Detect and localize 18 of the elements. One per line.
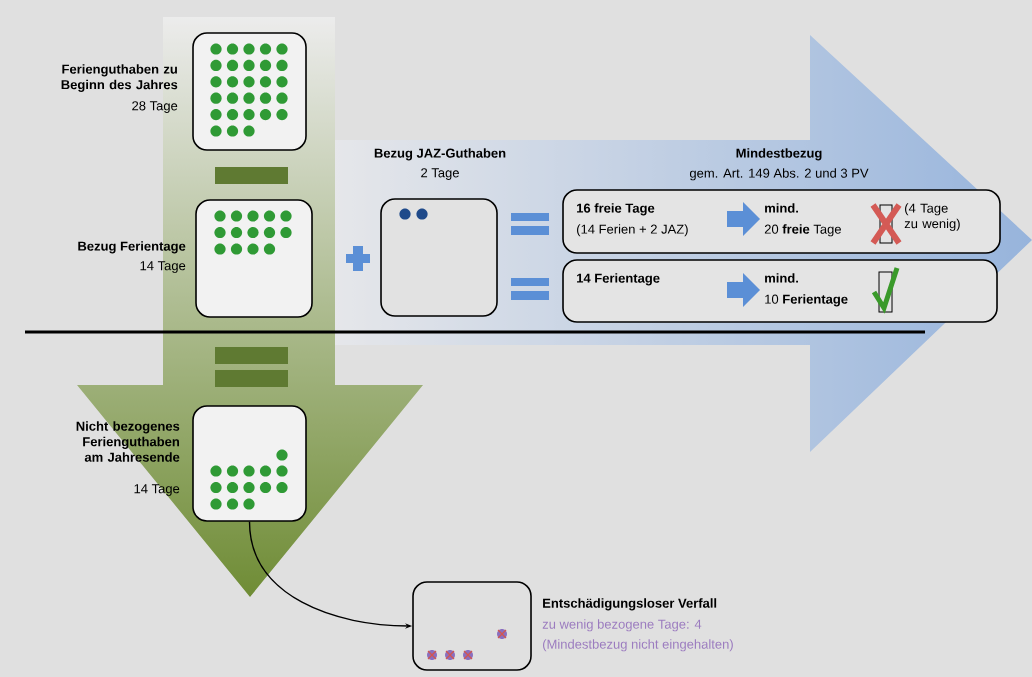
label-text: 28 Tage (132, 101, 178, 113)
label-text: 14 Ferientage (577, 273, 660, 286)
label-text: (14 Ferien + 2 JAZ) (577, 224, 688, 237)
label-text: zu wenig bezogene Tage: 4 (542, 619, 702, 632)
label-text: 2 Tage (421, 168, 459, 180)
label-text: mind. (765, 203, 798, 213)
label-text: mind. (765, 273, 798, 283)
heading-text: Mindestbezug (736, 148, 822, 161)
label-text: 14 Tage (140, 261, 186, 273)
label-text: 16 freie Tage (577, 203, 655, 216)
label-text: (4 Tage zu wenig) (904, 203, 960, 231)
label-text: 10 Ferientage (765, 294, 848, 307)
label-text: Bezug Ferientage (78, 241, 186, 254)
label-text: (Mindestbezug nicht eingehalten) (543, 639, 733, 652)
label-text: 20 freie Tage (764, 224, 841, 237)
label-text: Entschädigungsloser Verfall (543, 598, 717, 611)
label-text: Bezug JAZ-Guthaben (374, 148, 506, 161)
label-text: Ferienguthaben zu Beginn des Jahres (61, 64, 178, 92)
